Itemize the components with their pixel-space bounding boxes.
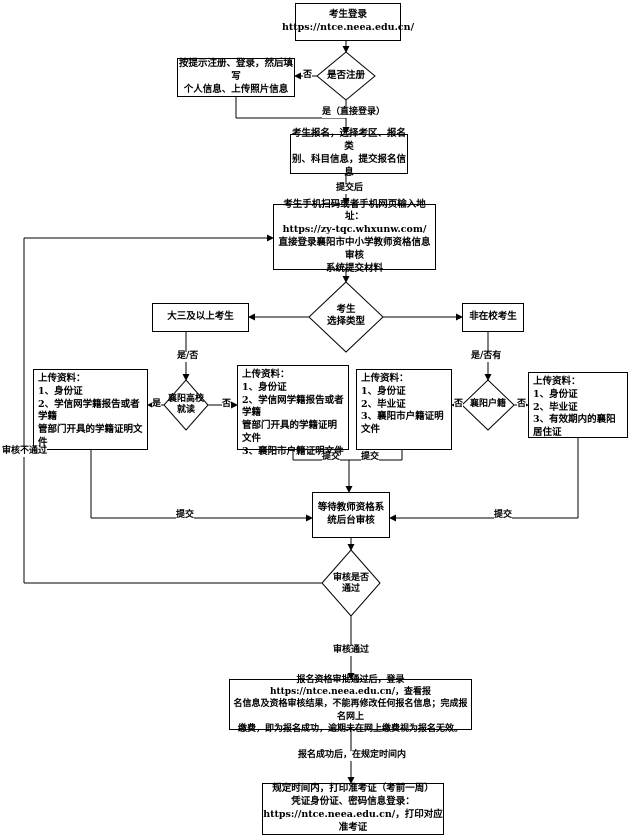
upload-far-right-box: 上传资料： 1、身份证 2、毕业证 3、有效期内的襄阳居住证 <box>528 372 628 438</box>
edge-label-school-yes-no: 是/否 <box>177 351 199 362</box>
edge-label-review-failed: 审核不通过 <box>2 446 48 457</box>
xy-school-label: 襄阳高校 就读 <box>164 392 208 418</box>
xy-hukou-label: 襄阳户籍 <box>462 397 514 413</box>
edge-label-submit-right: 提交 <box>494 510 513 521</box>
upload-mid-right-box: 上传资料： 1、身份证 2、毕业证 3、襄阳市户籍证明文件 <box>356 369 452 450</box>
upload-far-left-box: 上传资料： 1、身份证 2、学信网学籍报告或者学籍 管部门开具的学籍证明文件 <box>33 369 148 450</box>
edge-label-register-no: 否 <box>303 70 313 81</box>
login-box: 考生登录 https://ntce.neea.edu.cn/ <box>282 3 414 41</box>
register-check-label: 是否注册 <box>317 64 375 88</box>
xy-school-line-0: 襄阳高校 <box>167 393 204 404</box>
edge-label-after-success: 报名成功后，在规定时间内 <box>298 750 407 761</box>
upload-far-left-line-3: 管部门开具的学籍证明文件 <box>38 424 143 449</box>
print-ticket-box: 规定时间内，打印准考证（考前一周） 凭证身份证、密码信息登录： https://… <box>262 783 444 835</box>
after-pass-box: 报名资格审批通过后，登录https://ntce.neea.edu.cn/，查看… <box>229 675 472 734</box>
edge-label-after-submit: 提交后 <box>336 183 364 194</box>
upload-far-right-line-3: 3、有效期内的襄阳居住证 <box>533 414 616 439</box>
print-ticket-line-2: https://ntce.neea.edu.cn/，打印对应准考证 <box>263 809 443 833</box>
upload-mid-line-0: 上传资料： <box>242 369 290 380</box>
scan-line-2: 直接登录襄阳市中小学教师资格信息审核 <box>278 237 431 261</box>
review-pass-label: 审核是否 通过 <box>325 570 377 598</box>
apply-line-0: 考生报名，选择考区、报名类 <box>291 128 406 153</box>
edge-label-submit-mid-right: 提交 <box>361 452 380 463</box>
apply-box: 考生报名，选择考区、报名类 别、科目信息，提交报名信息 <box>290 128 408 178</box>
after-pass-line-0: 报名资格审批通过后，登录https://ntce.neea.edu.cn/，查看… <box>269 675 432 698</box>
xy-school-diamond <box>163 379 209 431</box>
upload-mid-line-4: 3、襄阳市户籍证明文件 <box>242 445 344 457</box>
senior-text: 大三及以上考生 <box>167 311 234 323</box>
upload-mid-line-3: 管部门开具的学籍证明文件 <box>242 420 338 445</box>
choose-type-line-1: 选择类型 <box>326 316 365 327</box>
xy-hukou-text: 襄阳户籍 <box>469 399 506 410</box>
scan-line-1: https://zy-tqc.whxunw.com/ <box>282 224 427 236</box>
upload-far-right-line-1: 1、身份证 <box>533 388 578 400</box>
wait-review-line-1: 统后台审核 <box>327 515 375 526</box>
edge-label-hukou-has: 否 <box>454 399 464 410</box>
non-student-text: 非在校考生 <box>469 311 517 323</box>
review-pass-line-0: 审核是否 <box>332 572 369 583</box>
upload-mid-box: 上传资料： 1、身份证 2、学信网学籍报告或者学籍 管部门开具的学籍证明文件 3… <box>237 365 349 457</box>
choose-type-line-0: 考生 <box>336 304 356 316</box>
register-check-text: 是否注册 <box>326 70 365 82</box>
upload-mid-line-1: 1、身份证 <box>242 381 287 393</box>
upload-mid-right-line-2: 2、毕业证 <box>361 398 406 410</box>
login-line-0: 考生登录 <box>328 9 367 21</box>
upload-mid-right-line-3: 3、襄阳市户籍证明文件 <box>361 411 444 436</box>
xy-hukou-diamond <box>461 379 515 431</box>
after-pass-line-2: 缴费，即为报名成功，逾期未在网上缴费视为报名无效。 <box>237 723 463 734</box>
scan-line-3: 系统提交材料 <box>325 262 383 274</box>
edge-label-review-passed: 审核通过 <box>333 645 370 656</box>
upload-mid-right-line-1: 1、身份证 <box>361 385 406 397</box>
review-pass-line-1: 通过 <box>341 584 360 594</box>
edge-label-yes-direct: 是（直接登录） <box>322 107 386 118</box>
upload-far-right-line-0: 上传资料： <box>533 376 581 387</box>
register-steps-line-0: 按提示注册、登录，然后填写 <box>178 58 293 83</box>
after-pass-line-1: 名信息及资格审核结果，不能再修改任何报名信息；完成报名网上 <box>233 699 468 722</box>
non-student-box: 非在校考生 <box>462 303 524 332</box>
print-ticket-line-1: 凭证身份证、密码信息登录： <box>291 796 415 808</box>
choose-type-diamond <box>308 281 384 353</box>
login-line-1: https://ntce.neea.edu.cn/ <box>281 22 415 33</box>
edge-label-school-no: 否 <box>222 399 232 410</box>
edge-label-submit-mid: 提交 <box>322 452 341 463</box>
scan-line-0: 考生手机扫码或者手机网页输入地址： <box>283 198 426 223</box>
upload-mid-right-line-0: 上传资料： <box>361 373 409 384</box>
edge-label-hukou-no: 否 <box>517 399 527 410</box>
senior-box: 大三及以上考生 <box>152 303 249 332</box>
upload-mid-line-2: 2、学信网学籍报告或者学籍 <box>242 394 344 419</box>
upload-far-left-line-1: 1、身份证 <box>38 385 83 397</box>
print-ticket-line-0: 规定时间内，打印准考证（考前一周） <box>272 783 434 795</box>
apply-line-1: 别、科目信息，提交报名信息 <box>291 154 406 178</box>
edge-label-hukou-yes-no: 是/否有 <box>471 351 502 362</box>
register-steps-box: 按提示注册、登录，然后填写 个人信息、上传照片信息 <box>177 58 295 97</box>
wait-review-line-0: 等待教师资格系 <box>317 502 385 514</box>
edge-label-school-yes: 是 <box>152 399 162 410</box>
choose-type-label: 考生 选择类型 <box>312 300 380 332</box>
scan-box: 考生手机扫码或者手机网页输入地址： https://zy-tqc.whxunw.… <box>273 199 436 274</box>
edge-label-submit-left: 提交 <box>176 510 195 521</box>
wait-review-box: 等待教师资格系 统后台审核 <box>312 492 390 538</box>
upload-far-right-line-2: 2、毕业证 <box>533 401 578 413</box>
upload-far-left-line-0: 上传资料： <box>38 373 86 384</box>
upload-far-left-line-2: 2、学信网学籍报告或者学籍 <box>38 398 140 423</box>
xy-school-line-1: 就读 <box>176 405 195 415</box>
register-steps-line-1: 个人信息、上传照片信息 <box>183 83 289 95</box>
